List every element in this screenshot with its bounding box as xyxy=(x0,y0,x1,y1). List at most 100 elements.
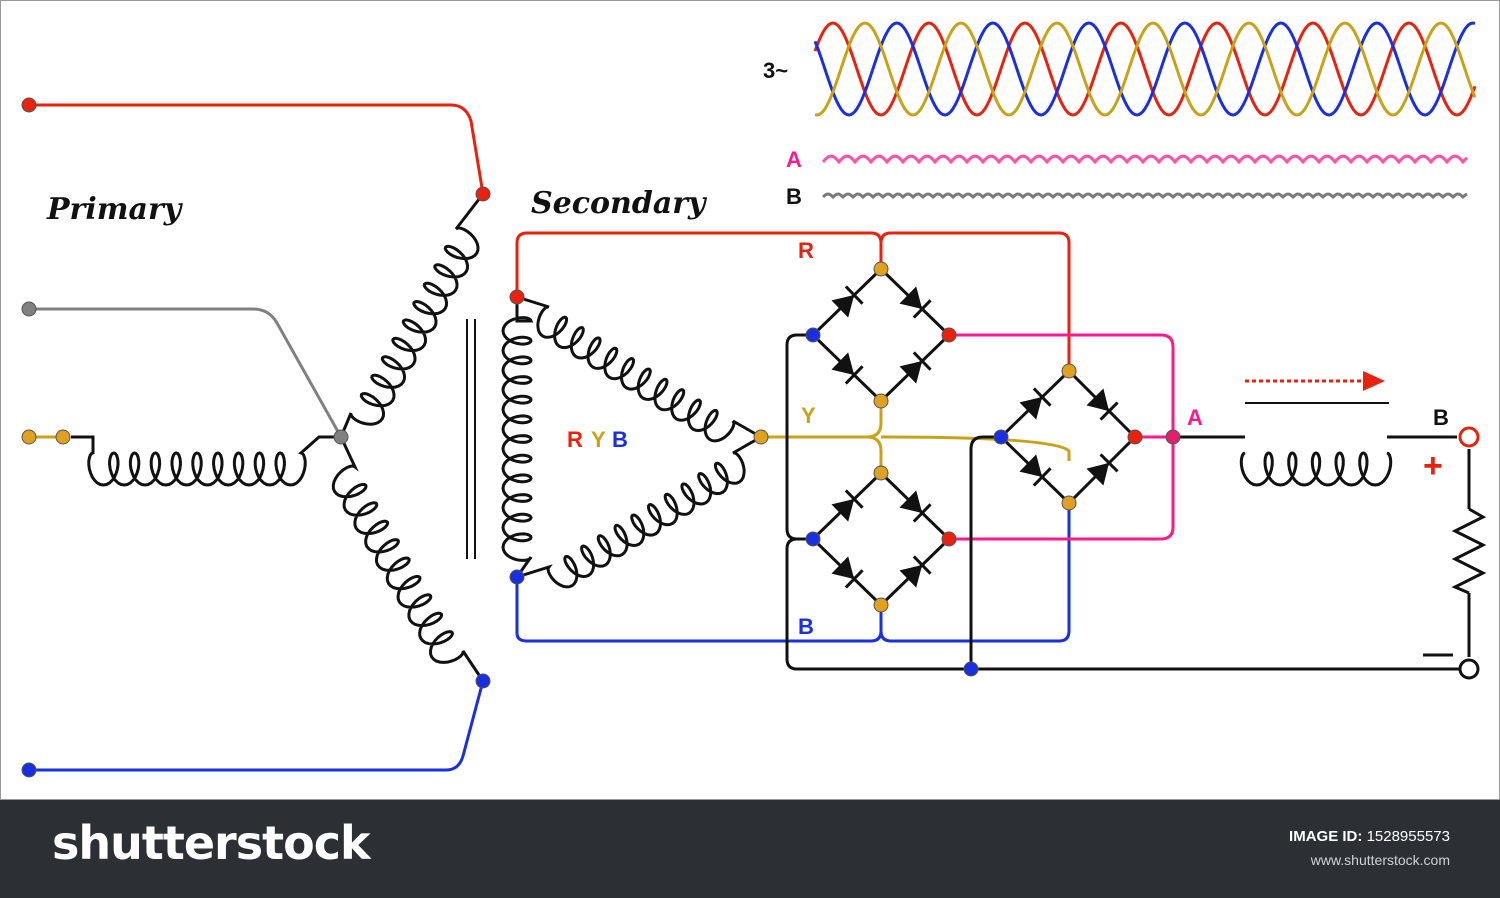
phase-wave-b xyxy=(813,21,1476,117)
diode-icon xyxy=(831,295,855,318)
ripple-waveform-a xyxy=(821,154,1469,165)
phase-y-wire xyxy=(761,403,1071,471)
diode-icon xyxy=(1086,462,1110,486)
node-dot xyxy=(805,327,821,343)
minus-sign: — xyxy=(1423,637,1453,670)
ripple-waveform-b xyxy=(821,192,1468,200)
node-dot xyxy=(941,531,957,547)
diode-cathode-bar xyxy=(844,365,864,385)
diode-cathode-bar xyxy=(1032,467,1052,487)
diode-icon xyxy=(831,499,855,522)
diode-icon xyxy=(899,490,923,513)
node-dot xyxy=(805,531,821,547)
diode-icon xyxy=(831,556,855,579)
diode-cathode-bar xyxy=(912,503,932,523)
diode-icon xyxy=(899,286,923,309)
phase-b-wire xyxy=(515,501,1071,643)
node-a-label: A xyxy=(1187,405,1203,430)
node-dot xyxy=(941,327,957,343)
node-dot xyxy=(1061,495,1077,511)
diode-bridge-bottom xyxy=(810,470,952,608)
image-id-value: 1528955573 xyxy=(1366,828,1450,845)
wave-a-label: A xyxy=(786,147,802,172)
primary-title: Primary xyxy=(46,192,184,227)
node-dot xyxy=(963,661,979,677)
diode-bridge-top xyxy=(810,266,952,404)
three-phase-waveforms xyxy=(813,21,1477,117)
current-flow-arrow-icon xyxy=(1363,371,1385,391)
ryb-label-y: Y xyxy=(591,427,606,452)
secondary-title: Secondary xyxy=(531,186,708,221)
node-dot xyxy=(873,597,889,613)
negative-return-wire xyxy=(785,333,1469,671)
node-dot xyxy=(873,261,889,277)
phase-wave-y xyxy=(814,21,1477,117)
diode-cathode-bar xyxy=(844,569,864,589)
wave-b-label: B xyxy=(786,184,802,209)
stock-footer: shutterstock IMAGE ID: 1528955573 www.sh… xyxy=(0,800,1500,898)
primary-coil-y xyxy=(71,435,341,487)
node-b-label: B xyxy=(1433,405,1449,430)
node-dot xyxy=(21,301,37,317)
node-dot xyxy=(753,429,769,445)
ryb-label-b: B xyxy=(612,427,628,452)
three-phase-symbol: 3~ xyxy=(763,58,788,83)
node-dot xyxy=(1165,429,1181,445)
primary-neutral-wire xyxy=(29,307,343,438)
site-url[interactable]: www.shutterstock.com xyxy=(1310,852,1450,868)
node-dot xyxy=(55,429,71,445)
diode-icon xyxy=(1019,454,1043,477)
wire-b-label: B xyxy=(798,614,814,639)
wire-y-label: Y xyxy=(801,403,816,428)
node-dot xyxy=(873,393,889,409)
node-dot xyxy=(993,429,1009,445)
load-resistor-icon xyxy=(1451,507,1487,595)
primary-coil-b xyxy=(331,436,485,682)
node-dot xyxy=(475,186,491,202)
diode-cathode-bar xyxy=(1099,401,1119,421)
primary-coil-r xyxy=(339,193,485,438)
node-dot xyxy=(873,465,889,481)
diode-icon xyxy=(1086,388,1110,412)
wire-r-label: R xyxy=(798,238,814,263)
secondary-coil-top xyxy=(516,295,762,443)
diode-cathode-bar xyxy=(1032,387,1052,407)
secondary-coil-left xyxy=(501,297,534,578)
image-id: IMAGE ID: 1528955573 xyxy=(1289,828,1450,845)
phase-wave-r xyxy=(813,21,1477,117)
smoothing-choke-coil xyxy=(1239,451,1393,487)
node-dot xyxy=(21,429,37,445)
phase-r-wire xyxy=(515,231,1071,369)
diode-cathode-bar xyxy=(912,299,932,319)
ryb-label-r: R xyxy=(567,427,583,452)
node-dot xyxy=(1127,429,1143,445)
diode-cathode-bar xyxy=(844,285,864,305)
three-phase-rectifier-diagram: Primary Secondary 3~ A B R Y B R Y B A xyxy=(0,0,1500,800)
node-dot xyxy=(509,289,525,305)
node-dot xyxy=(333,429,349,445)
diode-cathode-bar xyxy=(912,555,932,575)
brand-logo[interactable]: shutterstock xyxy=(52,816,371,870)
diode-icon xyxy=(899,565,923,588)
diode-cathode-bar xyxy=(912,351,932,371)
primary-red-wire xyxy=(29,103,485,195)
diode-cathode-bar xyxy=(844,489,864,509)
image-id-label: IMAGE ID: xyxy=(1289,828,1363,845)
negative-terminal xyxy=(1458,658,1480,680)
node-dot xyxy=(21,97,37,113)
output-bridge-negative-wire xyxy=(969,435,1001,669)
node-dot xyxy=(509,569,525,585)
node-dot xyxy=(1061,363,1077,379)
primary-blue-wire xyxy=(29,680,485,772)
diode-cathode-bar xyxy=(1099,453,1119,473)
node-dot xyxy=(475,673,491,689)
diode-bridge-output xyxy=(998,368,1138,506)
plus-sign: + xyxy=(1423,447,1443,485)
diode-icon xyxy=(831,352,855,375)
secondary-coil-bottom xyxy=(516,435,762,589)
node-dots xyxy=(21,97,1181,778)
diode-icon xyxy=(899,361,923,384)
positive-terminal xyxy=(1458,426,1480,448)
node-dot xyxy=(21,762,37,778)
diode-icon xyxy=(1019,397,1043,420)
